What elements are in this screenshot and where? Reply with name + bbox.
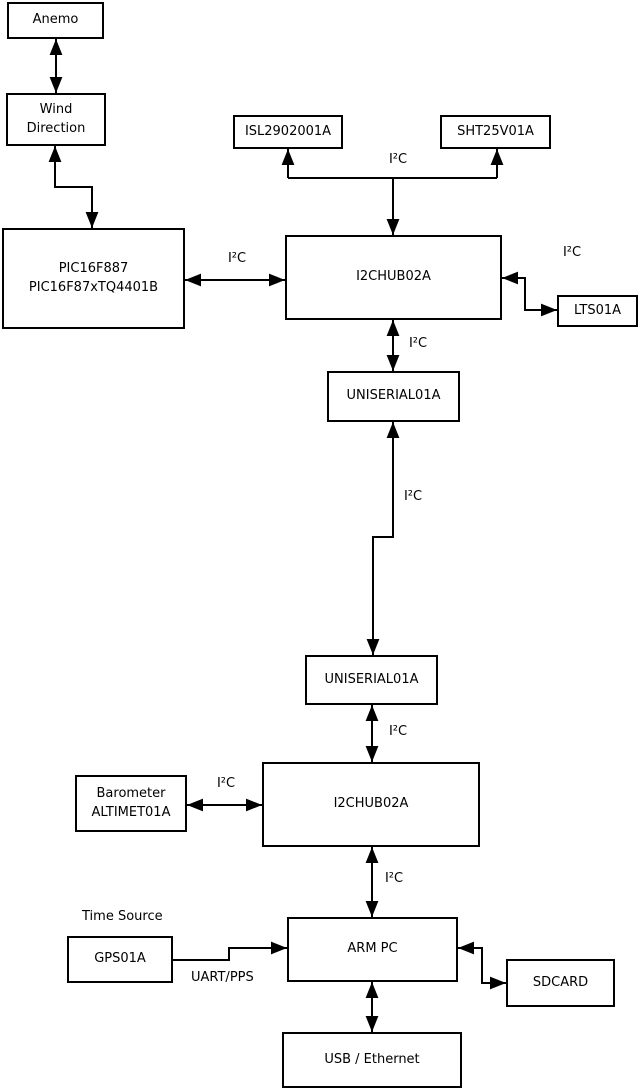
edge-label-i2c-hub2-arm: I²C (384, 871, 404, 886)
edge-label-i2c-hub1-lts: I²C (562, 245, 582, 260)
edge-hub1-lts (502, 271, 557, 317)
node-arm-pc: ARM PC (287, 917, 458, 982)
edge-label-i2c-long: I²C (403, 489, 423, 504)
node-barometer: Barometer ALTIMET01A (75, 775, 187, 832)
node-i2chub02a-2: I2CHUB02A (262, 762, 480, 847)
node-uniserial01a-1: UNISERIAL01A (327, 371, 460, 422)
edge-label-uart-pps: UART/PPS (191, 970, 254, 985)
edge-label-i2c-uniserial2-hub2: I²C (388, 724, 408, 739)
edge-uniserial1-uniserial2 (366, 422, 400, 655)
edge-label-time-source: Time Source (82, 909, 163, 924)
edge-winddirection-pic (48, 146, 99, 228)
node-anemo: Anemo (7, 2, 104, 39)
edge-label-i2c-hub1-uniserial1: I²C (408, 336, 428, 351)
node-sht25v01a: SHT25V01A (440, 115, 551, 149)
edge-gps-armpc (173, 941, 287, 961)
node-gps01a: GPS01A (67, 936, 173, 983)
node-usb-ethernet: USB / Ethernet (282, 1032, 462, 1088)
edge-label-i2c-pic-hub1: I²C (227, 251, 247, 266)
node-lts01a: LTS01A (557, 295, 638, 327)
node-uniserial01a-2: UNISERIAL01A (305, 655, 438, 705)
edge-label-i2c-top: I²C (388, 152, 408, 167)
node-isl2902001a: ISL2902001A (233, 115, 343, 149)
node-i2chub02a-1: I2CHUB02A (285, 235, 502, 320)
node-sdcard: SDCARD (506, 959, 615, 1007)
edge-armpc-sdcard (458, 941, 506, 990)
edge-label-i2c-barometer-hub2: I²C (216, 776, 236, 791)
node-pic16f887: PIC16F887 PIC16F87xTQ4401B (2, 228, 185, 329)
node-wind-direction: Wind Direction (6, 93, 106, 146)
